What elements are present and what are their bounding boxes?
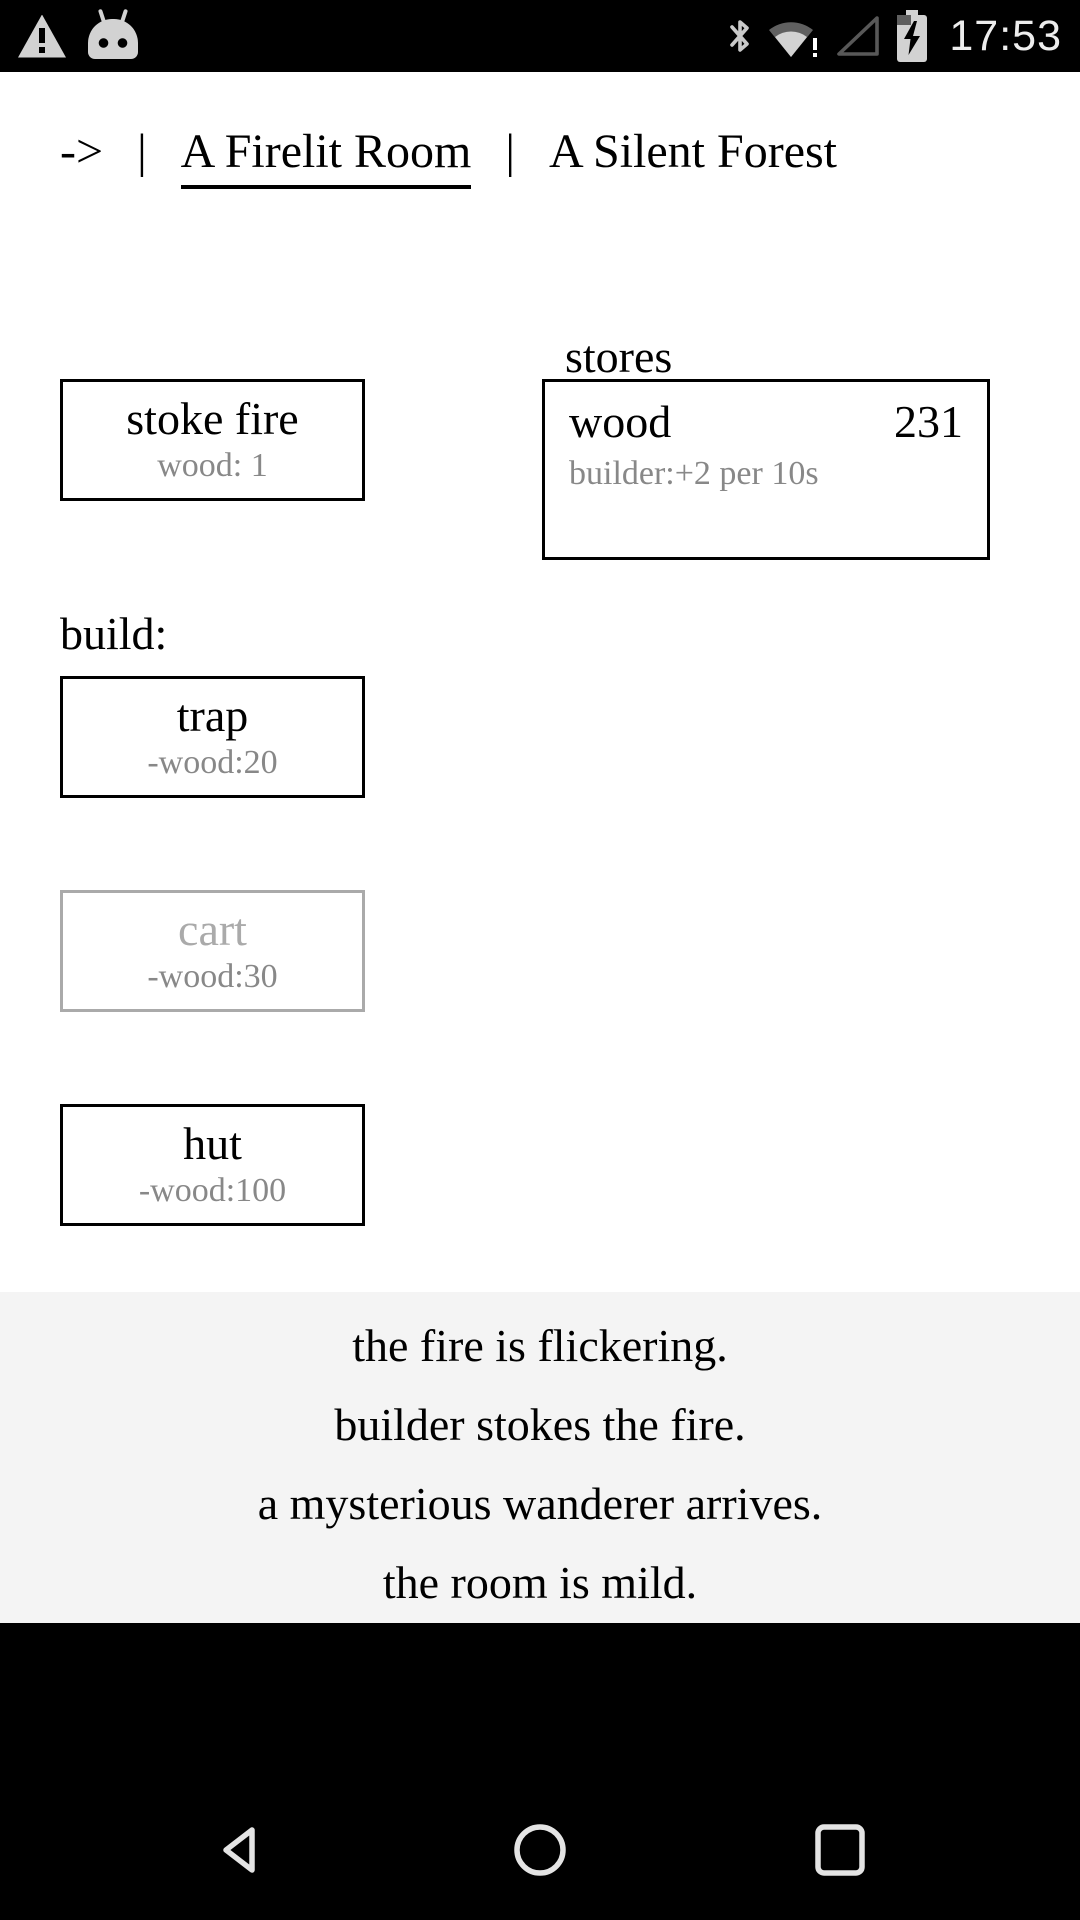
trap-label: trap (176, 690, 249, 741)
header-arrow: -> (60, 125, 104, 178)
home-button[interactable] (513, 1823, 567, 1877)
tab-a-silent-forest[interactable]: A Silent Forest (548, 125, 838, 178)
nav-icons-row (0, 1823, 1080, 1877)
warning-icon (18, 14, 66, 58)
android-robot-icon (88, 19, 138, 59)
build-cart-button[interactable]: cart -wood:30 (60, 890, 365, 1012)
stores-panel: stores wood 231 builder:+2 per 10s (542, 332, 990, 560)
recents-button[interactable] (813, 1823, 867, 1877)
tab-a-firelit-room[interactable]: A Firelit Room (180, 122, 472, 189)
cart-label: cart (178, 904, 247, 955)
back-button[interactable] (213, 1823, 267, 1877)
header-separator: | (505, 125, 515, 178)
stores-row-wood: wood 231 (569, 394, 963, 450)
message-line: a mysterious wanderer arrives. (257, 1478, 823, 1529)
recents-icon (815, 1824, 865, 1876)
trap-cost: -wood:20 (147, 744, 278, 781)
message-line: builder stokes the fire. (334, 1399, 746, 1450)
android-nav-bar (0, 1623, 1080, 1920)
message-log: the fire is flickering. builder stokes t… (0, 1292, 1080, 1623)
stoke-fire-button[interactable]: stoke fire wood: 1 (60, 379, 365, 501)
stores-legend: stores (565, 331, 673, 382)
stoke-fire-cost: wood: 1 (157, 447, 268, 484)
build-trap-button[interactable]: trap -wood:20 (60, 676, 365, 798)
store-name: wood (569, 396, 672, 447)
location-header: -> | A Firelit Room | A Silent Forest (60, 72, 990, 189)
top-row: stoke fire wood: 1 stores wood 231 build… (60, 332, 990, 560)
cart-cost: -wood:30 (147, 958, 278, 995)
clock: 17:53 (949, 11, 1062, 60)
game-content: -> | A Firelit Room | A Silent Forest st… (0, 72, 1080, 1292)
builder-income-note: builder:+2 per 10s (569, 455, 819, 492)
build-section-label: build: (60, 608, 168, 659)
home-icon (514, 1824, 566, 1876)
bluetooth-icon (730, 20, 750, 52)
stoke-fire-label: stoke fire (126, 393, 299, 444)
back-icon (223, 1827, 255, 1873)
hut-label: hut (183, 1118, 242, 1169)
store-value: 231 (894, 396, 963, 447)
build-list: trap -wood:20 cart -wood:30 hut -wood:10… (60, 676, 990, 1226)
wifi-alert-icon (769, 22, 818, 57)
status-bar: 17:53 (0, 0, 1080, 72)
signal-empty-icon (837, 16, 880, 56)
header-separator: | (137, 125, 147, 178)
status-bar-right: 17:53 (727, 10, 1062, 62)
hut-cost: -wood:100 (138, 1172, 287, 1209)
build-hut-button[interactable]: hut -wood:100 (60, 1104, 365, 1226)
message-line: the room is mild. (382, 1557, 698, 1608)
status-bar-left (18, 13, 138, 59)
message-line: the fire is flickering. (352, 1320, 728, 1371)
battery-charging-icon (897, 10, 928, 62)
